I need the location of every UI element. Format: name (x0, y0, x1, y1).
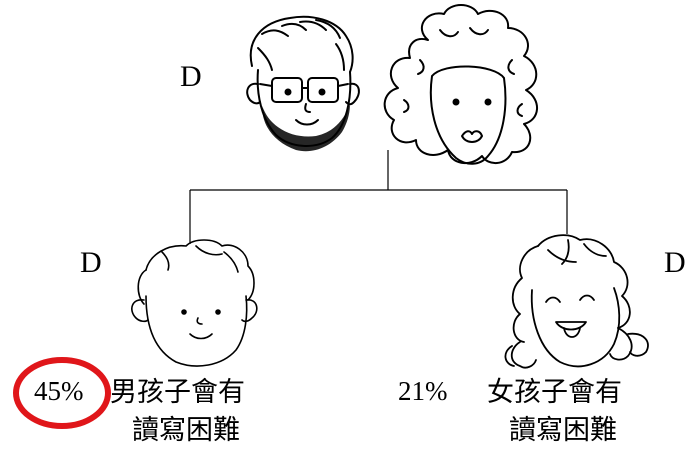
daughter-face (504, 234, 649, 369)
daughter-caption-line2: 讀寫困難 (509, 415, 617, 446)
father-gene-label: D (180, 60, 202, 93)
tree-connector-lines (189, 150, 568, 244)
daughter-caption-line1: 女孩子會有 (487, 377, 622, 407)
son-face (131, 239, 258, 367)
son-percentage: 45% (34, 376, 84, 406)
son-caption-line1: 男孩子會有 (110, 377, 245, 407)
father-face (246, 15, 360, 147)
son-caption: 男孩子會有 讀寫困難 (110, 373, 245, 449)
highlight-circle (13, 357, 111, 429)
son-caption-line2: 讀寫困難 (132, 415, 240, 446)
father-beard (262, 104, 350, 152)
son-gene-label: D (80, 246, 102, 279)
mother-face (383, 4, 538, 165)
daughter-percentage: 21% (398, 376, 448, 406)
daughter-caption: 女孩子會有 讀寫困難 (487, 373, 622, 449)
daughter-gene-label: D (664, 246, 686, 279)
